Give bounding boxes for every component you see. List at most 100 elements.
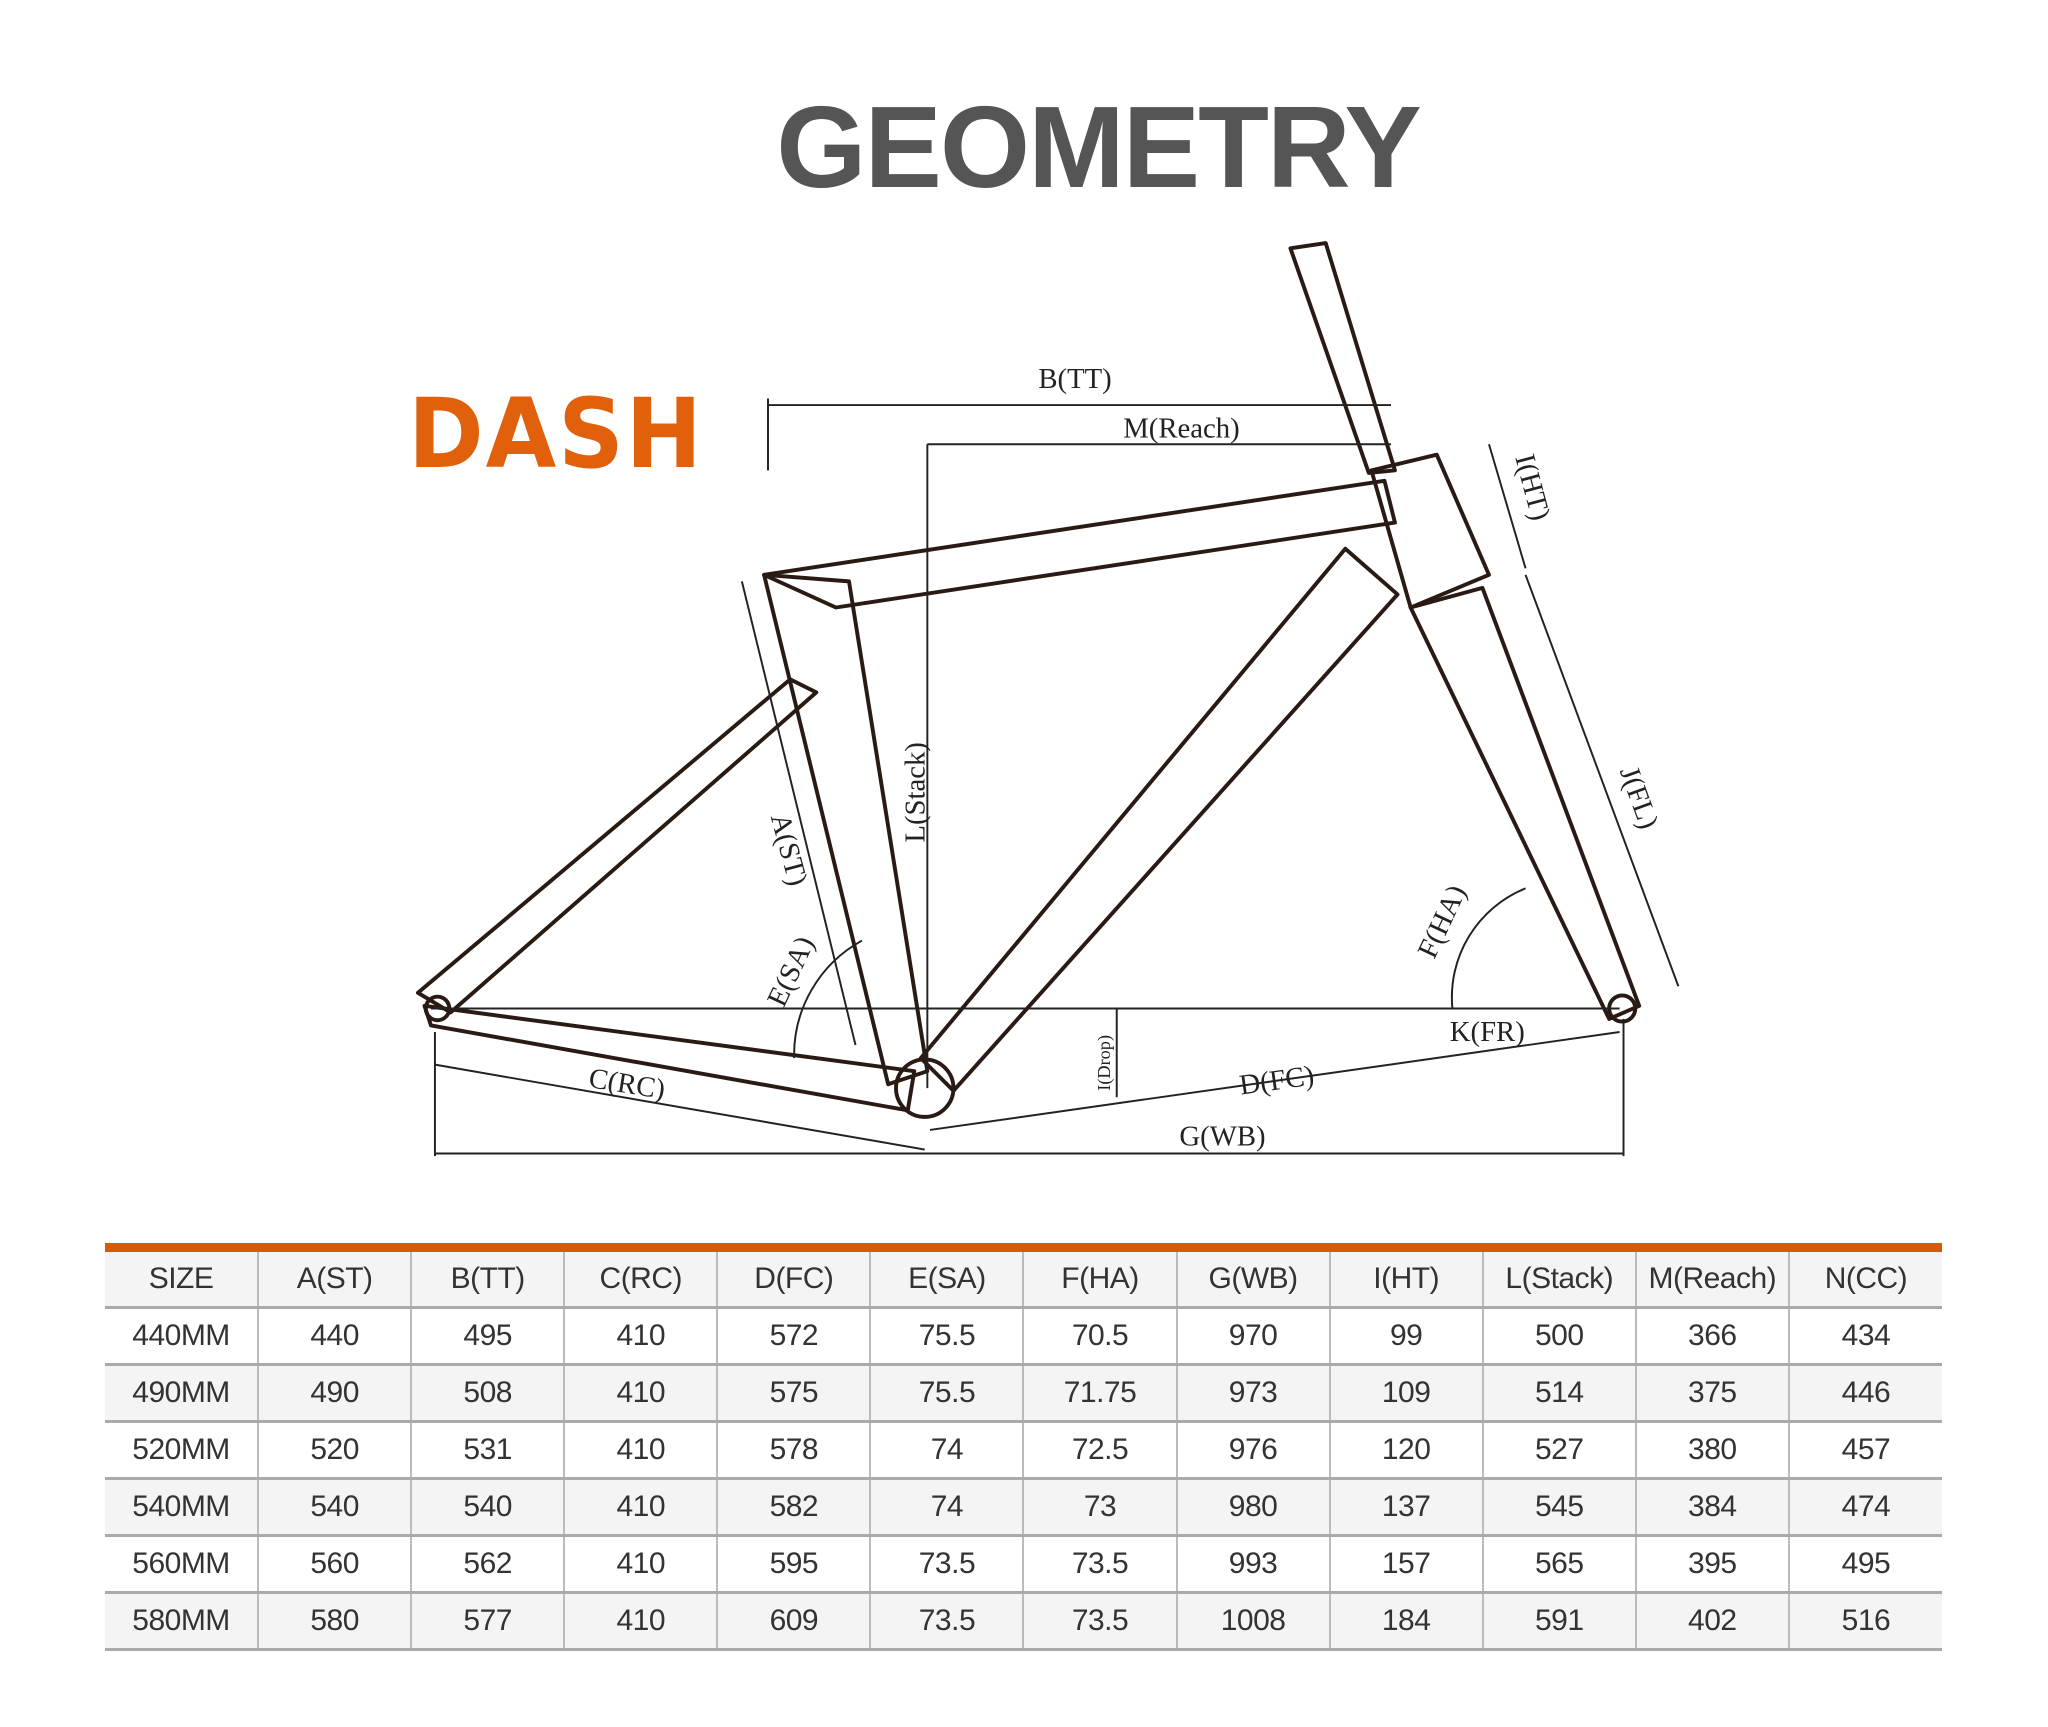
table-cell: 157 (1329, 1535, 1484, 1594)
table-cell: 474 (1788, 1478, 1942, 1537)
table-cell: 540 (411, 1478, 566, 1537)
table-cell: 970 (1176, 1307, 1331, 1366)
table-cell: 578 (717, 1421, 872, 1480)
table-cell: 73.5 (1023, 1592, 1178, 1651)
label-fc: D(FC) (1237, 1059, 1316, 1101)
table-cell: 72.5 (1023, 1421, 1178, 1480)
table-cell: 595 (717, 1535, 872, 1594)
table-cell: 973 (1176, 1364, 1331, 1423)
table-cell: 560 (258, 1535, 413, 1594)
table-cell: 446 (1788, 1364, 1942, 1423)
table-cell: 410 (564, 1307, 719, 1366)
table-cell: 73 (1023, 1478, 1178, 1537)
label-wb: G(WB) (1179, 1121, 1265, 1153)
table-cell: 580 (258, 1592, 413, 1651)
label-ht: I(HT) (1508, 451, 1556, 524)
table-cell: 440 (258, 1307, 413, 1366)
table-cell: 560MM (105, 1535, 260, 1594)
label-stack: L(Stack) (900, 742, 932, 842)
table-cell: 402 (1635, 1592, 1790, 1651)
table-cell: 73.5 (870, 1592, 1025, 1651)
table-cell: 976 (1176, 1421, 1331, 1480)
table-cell: 490 (258, 1364, 413, 1423)
table-cell: 75.5 (870, 1364, 1025, 1423)
table-cell: 572 (717, 1307, 872, 1366)
table-cell: 99 (1329, 1307, 1484, 1366)
table-cell: 410 (564, 1478, 719, 1537)
table-cell: 520 (258, 1421, 413, 1480)
table-cell: 609 (717, 1592, 872, 1651)
table-cell: 577 (411, 1592, 566, 1651)
column-header: M(Reach) (1635, 1252, 1790, 1309)
column-header: SIZE (105, 1252, 260, 1309)
table-cell: 540MM (105, 1478, 260, 1537)
seat-stay (415, 677, 819, 1015)
table-cell: 516 (1788, 1592, 1942, 1651)
table-cell: 562 (411, 1535, 566, 1594)
table-cell: 457 (1788, 1421, 1942, 1480)
column-header: A(ST) (258, 1252, 413, 1309)
table-cell: 74 (870, 1421, 1025, 1480)
table-cell: 73.5 (1023, 1535, 1178, 1594)
bike-frame (415, 241, 1642, 1119)
table-cell: 366 (1635, 1307, 1790, 1366)
table-cell: 980 (1176, 1478, 1331, 1537)
chain-stay (422, 1003, 917, 1113)
table-cell: 993 (1176, 1535, 1331, 1594)
table-cell: 495 (411, 1307, 566, 1366)
table-cell: 410 (564, 1364, 719, 1423)
label-rc: C(RC) (587, 1062, 668, 1106)
table-cell: 410 (564, 1421, 719, 1480)
table-cell: 137 (1329, 1478, 1484, 1537)
table-cell: 508 (411, 1364, 566, 1423)
table-cell: 531 (411, 1421, 566, 1480)
table-cell: 395 (1635, 1535, 1790, 1594)
table-cell: 520MM (105, 1421, 260, 1480)
table-cell: 380 (1635, 1421, 1790, 1480)
table-cell: 375 (1635, 1364, 1790, 1423)
table-cell: 1008 (1176, 1592, 1331, 1651)
table-cell: 73.5 (870, 1535, 1025, 1594)
table-cell: 109 (1329, 1364, 1484, 1423)
table-cell: 582 (717, 1478, 872, 1537)
column-header: I(HT) (1329, 1252, 1484, 1309)
steerer (1288, 241, 1397, 475)
brand-logo: DASH (408, 378, 704, 490)
table-cell: 440MM (105, 1307, 260, 1366)
fork (1408, 585, 1642, 1021)
label-st: A(ST) (764, 810, 814, 889)
table-cell: 591 (1482, 1592, 1637, 1651)
table-cell: 490MM (105, 1364, 260, 1423)
dimension-labels: B(TT) M(Reach) L(Stack) A(ST) I(HT) J(FL… (587, 363, 1665, 1153)
label-ha: F(HA) (1411, 880, 1472, 963)
top-tube (762, 478, 1397, 610)
column-header: F(HA) (1023, 1252, 1178, 1309)
table-cell: 410 (564, 1592, 719, 1651)
head-tube (1369, 452, 1491, 610)
bottom-bracket (894, 1057, 956, 1119)
table-cell: 514 (1482, 1364, 1637, 1423)
table-cell: 75.5 (870, 1307, 1025, 1366)
label-tt: B(TT) (1038, 363, 1111, 395)
table-cell: 545 (1482, 1478, 1637, 1537)
label-sa: E(SA) (761, 931, 821, 1011)
table-cell: 384 (1635, 1478, 1790, 1537)
table-cell: 184 (1329, 1592, 1484, 1651)
table-cell: 434 (1788, 1307, 1942, 1366)
label-drop: I(Drop) (1094, 1035, 1115, 1091)
column-header: L(Stack) (1482, 1252, 1637, 1309)
label-reach: M(Reach) (1123, 413, 1239, 445)
label-fr: K(FR) (1450, 1016, 1525, 1048)
page-title: GEOMETRY (776, 82, 1422, 212)
column-header: G(WB) (1176, 1252, 1331, 1309)
table-cell: 70.5 (1023, 1307, 1178, 1366)
label-fl: J(FL) (1613, 762, 1665, 833)
